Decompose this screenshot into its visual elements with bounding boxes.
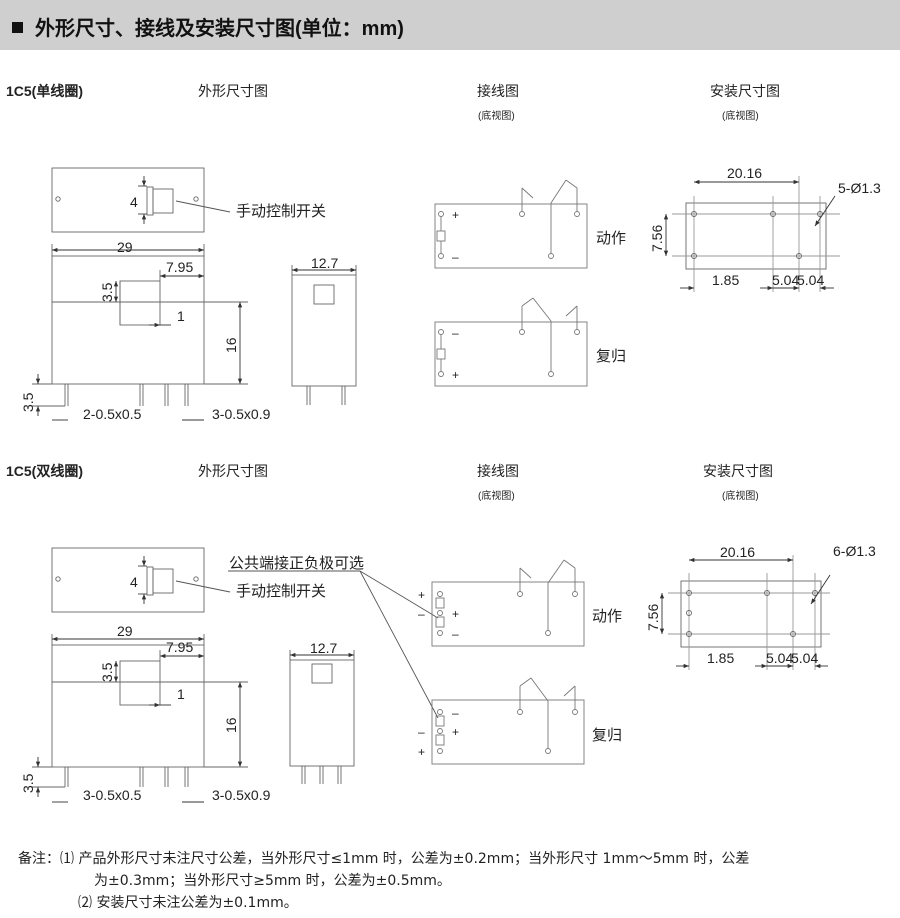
side-view bbox=[291, 265, 357, 405]
dim-mount-pitch-y: 7.56 bbox=[645, 604, 661, 631]
section-single-coil: 1C5(单线圈) 外形尺寸图 接线图 (底视图) 安装尺寸图 (底视图) 4 手… bbox=[6, 83, 881, 422]
dim-top-switch: 4 bbox=[130, 194, 138, 210]
wiring-reset bbox=[431, 677, 585, 765]
wiring-action bbox=[434, 179, 588, 269]
dim-pins-right: 3-0.5x0.9 bbox=[212, 787, 271, 803]
outline-title: 外形尺寸图 bbox=[198, 83, 268, 99]
callout-manual-switch: 手动控制开关 bbox=[236, 583, 326, 600]
dim-width: 29 bbox=[117, 239, 133, 255]
notes-block: 备注：⑴ 产品外形尺寸未注尺寸公差，当外形尺寸≤1mm 时，公差为±0.2mm；… bbox=[18, 848, 898, 914]
dim-mount-span: 20.16 bbox=[720, 544, 755, 560]
wiring-title: 接线图 bbox=[477, 463, 519, 479]
coil-plus-sign-reset: + bbox=[452, 368, 459, 382]
dim-switch-height: 3.5 bbox=[99, 662, 115, 682]
dim-mount-edge: 1.85 bbox=[712, 272, 739, 288]
pin-plus-left: + bbox=[418, 588, 425, 602]
top-view bbox=[51, 167, 231, 233]
dim-mount-pitch-b: 5.04 bbox=[791, 650, 818, 666]
pin-minus-mid: – bbox=[452, 627, 459, 641]
note-1-text: ⑴ 产品外形尺寸未注尺寸公差，当外形尺寸≤1mm 时，公差为±0.2mm；当外形… bbox=[60, 851, 750, 867]
mount-subtitle: (底视图) bbox=[722, 489, 759, 502]
bullet-square-icon bbox=[12, 22, 23, 33]
top-view bbox=[51, 547, 439, 719]
dim-height: 16 bbox=[223, 717, 239, 733]
dim-side-width: 12.7 bbox=[311, 255, 338, 271]
header-title-text: 外形尺寸、接线及安装尺寸图(单位：mm) bbox=[35, 18, 404, 40]
side-view bbox=[289, 650, 355, 784]
section-label: 1C5(双线圈) bbox=[6, 463, 83, 479]
pin-minus-left: – bbox=[418, 725, 425, 739]
wiring-subtitle: (底视图) bbox=[478, 109, 515, 122]
dim-mount-pitch-y: 7.56 bbox=[649, 225, 665, 252]
pin-plus-mid: + bbox=[452, 607, 459, 621]
dim-switch-width: 1 bbox=[177, 686, 185, 702]
dim-top-switch: 4 bbox=[130, 574, 138, 590]
dim-mount-holes: 5-Ø1.3 bbox=[838, 180, 881, 196]
dim-width: 29 bbox=[117, 623, 133, 639]
dim-side-width: 12.7 bbox=[310, 640, 337, 656]
section-double-coil: 1C5(双线圈) 外形尺寸图 接线图 (底视图) 安装尺寸图 (底视图) 4 公… bbox=[6, 463, 876, 803]
section-header: 外形尺寸、接线及安装尺寸图(单位：mm) bbox=[0, 0, 900, 50]
state-action: 动作 bbox=[592, 608, 622, 625]
state-reset: 复归 bbox=[596, 347, 626, 365]
pin-plus-left: + bbox=[418, 745, 425, 759]
mount-title: 安装尺寸图 bbox=[710, 83, 780, 99]
coil-plus-sign: + bbox=[452, 208, 459, 222]
dim-mount-edge: 1.85 bbox=[707, 650, 734, 666]
coil-minus-sign-reset: – bbox=[452, 326, 459, 340]
state-reset: 复归 bbox=[592, 726, 622, 744]
mount-subtitle: (底视图) bbox=[722, 109, 759, 122]
note-1-line-2: 为±0.3mm；当外形尺寸≥5mm 时，公差为±0.5mm。 bbox=[94, 873, 451, 889]
front-view bbox=[32, 244, 248, 421]
wiring-action bbox=[431, 559, 585, 647]
dim-offset: 7.95 bbox=[166, 259, 193, 275]
front-view bbox=[32, 634, 248, 803]
mount-title: 安装尺寸图 bbox=[703, 463, 773, 479]
dim-mount-span: 20.16 bbox=[727, 165, 762, 181]
notes-prefix: 备注： bbox=[18, 851, 60, 867]
note-2: ⑵ 安装尺寸未注公差为±0.1mm。 bbox=[78, 895, 298, 911]
dim-mount-pitch-a: 5.04 bbox=[766, 650, 793, 666]
callout-common-terminal: 公共端接正负极可选 bbox=[229, 555, 364, 572]
dim-mount-pitch-a: 5.04 bbox=[772, 272, 799, 288]
dim-switch-height: 3.5 bbox=[99, 282, 115, 302]
state-action: 动作 bbox=[596, 230, 626, 247]
dim-pins-left: 2-0.5x0.5 bbox=[83, 406, 142, 422]
header-title: 外形尺寸、接线及安装尺寸图(单位：mm) bbox=[12, 12, 404, 41]
dim-pins-right: 3-0.5x0.9 bbox=[212, 406, 271, 422]
mount-diagram bbox=[659, 555, 831, 670]
pin-minus-top: – bbox=[452, 706, 459, 720]
callout-manual-switch: 手动控制开关 bbox=[236, 203, 326, 220]
dim-mount-holes: 6-Ø1.3 bbox=[833, 543, 876, 559]
outline-title: 外形尺寸图 bbox=[198, 463, 268, 479]
dim-switch-width: 1 bbox=[177, 308, 185, 324]
wiring-title: 接线图 bbox=[477, 83, 519, 99]
wiring-reset bbox=[434, 297, 588, 387]
section-label: 1C5(单线圈) bbox=[6, 83, 83, 99]
pin-plus-mid: + bbox=[452, 725, 459, 739]
dim-mount-pitch-b: 5.04 bbox=[797, 272, 824, 288]
wiring-subtitle: (底视图) bbox=[478, 489, 515, 502]
pin-minus-left: – bbox=[418, 607, 425, 621]
coil-minus-sign: – bbox=[452, 250, 459, 264]
note-1-line-1: 备注：⑴ 产品外形尺寸未注尺寸公差，当外形尺寸≤1mm 时，公差为±0.2mm；… bbox=[18, 848, 898, 870]
dim-offset: 7.95 bbox=[166, 639, 193, 655]
dim-pins-left: 3-0.5x0.5 bbox=[83, 787, 142, 803]
mount-diagram bbox=[663, 176, 840, 292]
dim-height: 16 bbox=[223, 337, 239, 353]
dim-pin-length: 3.5 bbox=[20, 773, 36, 793]
dim-pin-length: 3.5 bbox=[20, 392, 36, 412]
